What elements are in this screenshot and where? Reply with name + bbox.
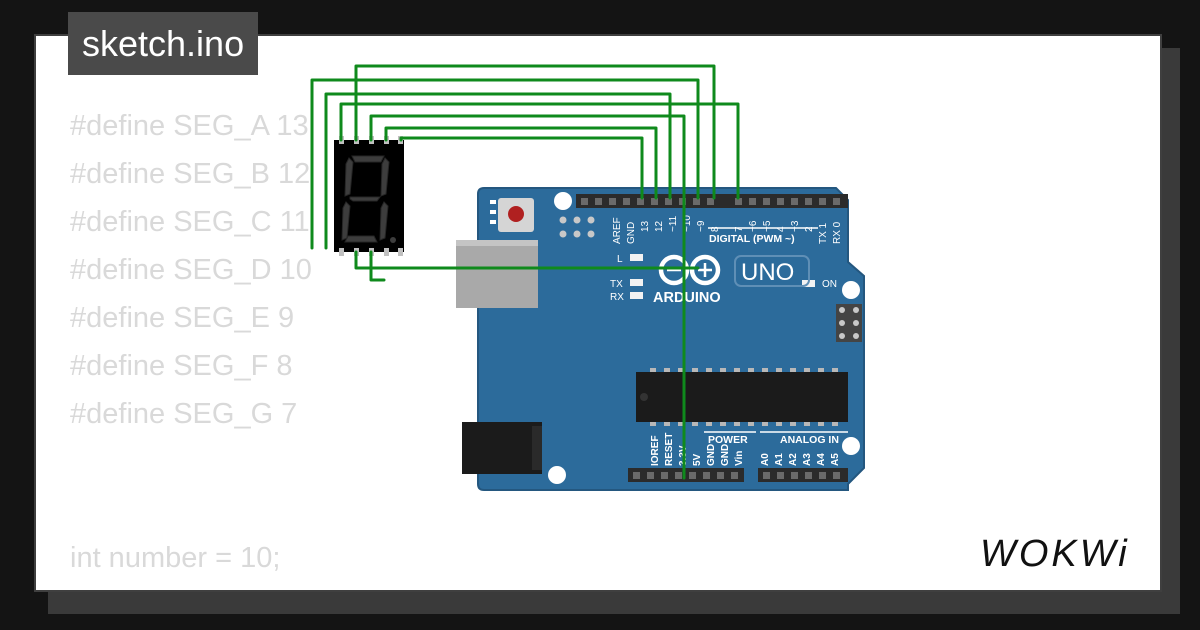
- sketch-filename-tab[interactable]: sketch.ino: [68, 12, 259, 75]
- pin-label-a5: A5: [830, 453, 841, 466]
- wires[interactable]: [310, 64, 740, 480]
- pin-label-11: ~11: [668, 215, 679, 232]
- analog-in-label: ANALOG IN: [780, 434, 839, 446]
- pin-label-12: 12: [654, 220, 665, 232]
- pin-label-5: ~5: [762, 220, 773, 232]
- digital-pwm-label: DIGITAL (PWM ~): [709, 233, 795, 245]
- atmega-chip: [636, 372, 848, 422]
- code-line-4: #define SEG_D 10: [70, 254, 312, 286]
- pin-label-a3: A3: [802, 453, 813, 466]
- pin-label-a4: A4: [816, 453, 827, 466]
- pin-label-gnd-2: GND: [720, 444, 731, 466]
- code-line-2: #define SEG_B 12: [70, 158, 311, 190]
- led-l-label: L: [617, 254, 623, 265]
- pin-label-rx0: RX 0: [832, 221, 843, 244]
- pin-label-6: ~6: [748, 220, 759, 232]
- usb-port: [456, 240, 538, 308]
- code-line-3: #define SEG_C 11: [70, 206, 310, 238]
- arduino-brand-label: ARDUINO: [653, 290, 721, 306]
- pin-label-8: 8: [710, 226, 721, 232]
- led-on-label: ON: [822, 279, 837, 290]
- led-rx: [630, 292, 643, 299]
- pin-label-aref: AREF: [612, 217, 623, 244]
- code-line-8: int number = 10;: [70, 542, 281, 574]
- seven-segment-display[interactable]: [334, 136, 404, 256]
- pin-label-gnd: GND: [626, 222, 637, 244]
- pin-label-a1: A1: [774, 453, 785, 466]
- code-line-7: #define SEG_G 7: [70, 398, 298, 430]
- pin-label-a0: A0: [760, 453, 771, 466]
- pin-label-4: 4: [776, 226, 787, 232]
- wokwi-logo: WOKWi: [976, 528, 1152, 576]
- power-label: POWER: [708, 434, 748, 446]
- pin-label-2: 2: [804, 226, 815, 232]
- pin-label-vin: Vin: [734, 451, 745, 466]
- pin-label-9: ~9: [696, 220, 707, 232]
- arduino-uno-board[interactable]: AREF GND 13 12 ~11 ~10 ~9 8 7 ~6 ~5 4 ~3…: [456, 187, 865, 491]
- power-header: [628, 468, 744, 482]
- pin-label-reset: RESET: [664, 433, 675, 466]
- power-jack: [462, 422, 542, 474]
- code-line-1: #define SEG_A 13: [70, 110, 309, 142]
- pin-label-a2: A2: [788, 453, 799, 466]
- led-l: [630, 254, 643, 261]
- pin-label-gnd-1: GND: [706, 444, 717, 466]
- wokwi-logo-icon: WOKWi: [980, 533, 1130, 575]
- pin-label-3: ~3: [790, 220, 801, 232]
- pin-label-5v: 5V: [692, 453, 703, 466]
- pin-label-tx1: TX 1: [818, 222, 829, 244]
- arduino-infinity-icon: [658, 254, 721, 286]
- pin-label-7: 7: [734, 226, 745, 232]
- pin-label-10: ~10: [682, 215, 693, 232]
- pin-label-ioref: IOREF: [650, 435, 661, 466]
- led-rx-label: RX: [610, 292, 624, 303]
- code-preview: #define SEG_A 13 #define SEG_B 12 #defin…: [70, 36, 312, 574]
- led-tx: [630, 279, 643, 286]
- uno-model-label: UNO: [741, 259, 794, 286]
- wokwi-logo-text: WOKWi: [980, 533, 1130, 575]
- led-tx-label: TX: [610, 279, 623, 290]
- code-line-6: #define SEG_F 8: [70, 350, 293, 382]
- pin-label-13: 13: [640, 220, 651, 232]
- code-line-5: #define SEG_E 9: [70, 302, 295, 334]
